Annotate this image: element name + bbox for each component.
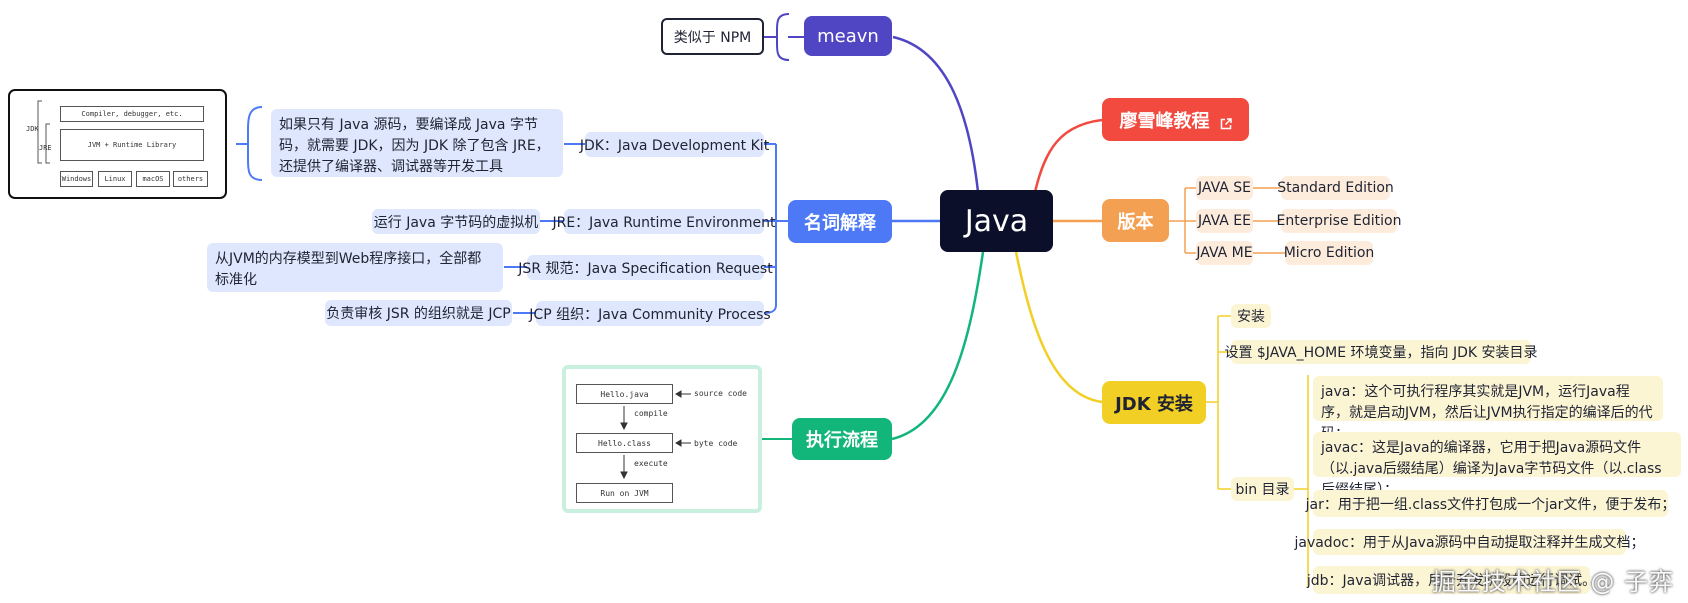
version-name-ee[interactable]: Enterprise Edition bbox=[1277, 209, 1401, 233]
npm-note[interactable]: 类似于 NPM bbox=[661, 18, 764, 55]
execute-step: execute bbox=[634, 459, 668, 468]
external-link-icon[interactable] bbox=[1220, 114, 1232, 129]
watermark: 掘金技术社区 @ 子弈 bbox=[1431, 568, 1674, 596]
bin-item-java[interactable]: java：这个可执行程序其实就是JVM，运行Java程序，就是启动JVM，然后让… bbox=[1313, 376, 1663, 442]
version-abbr-me[interactable]: JAVA ME bbox=[1196, 241, 1253, 265]
os-macos: macOS bbox=[136, 171, 170, 187]
jdk-label: JDK bbox=[26, 125, 39, 133]
compile-step: compile bbox=[634, 409, 668, 418]
flow-node[interactable]: 执行流程 bbox=[792, 418, 892, 460]
version-name-se[interactable]: Standard Edition bbox=[1277, 176, 1394, 200]
versions-node[interactable]: 版本 bbox=[1102, 199, 1169, 242]
source-note: source code bbox=[694, 389, 747, 398]
term-jsr[interactable]: JSR 规范：Java Specification Request bbox=[518, 255, 773, 280]
class-note: byte code bbox=[694, 439, 738, 448]
tutorial-label: 廖雪峰教程 bbox=[1119, 110, 1210, 132]
source-file-box: Hello.java bbox=[576, 384, 673, 404]
terms-node[interactable]: 名词解释 bbox=[788, 200, 892, 243]
term-jcp-note[interactable]: 负责审核 JSR 的组织就是 JCP bbox=[325, 300, 512, 326]
jvm-runtime-box: JVM + Runtime Library bbox=[60, 129, 204, 161]
class-file-box: Hello.class bbox=[576, 433, 673, 453]
bin-directory[interactable]: bin 目录 bbox=[1231, 477, 1294, 501]
jdk-install-node[interactable]: JDK 安装 bbox=[1102, 381, 1206, 424]
bin-item-javadoc[interactable]: javadoc：用于从Java源码中自动提取注释并生成文档； bbox=[1294, 529, 1645, 555]
bin-item-javac[interactable]: javac：这是Java的编译器，它用于把Java源码文件（以.java后缀结尾… bbox=[1313, 432, 1681, 498]
jre-label: JRE bbox=[39, 144, 52, 152]
meavn-node[interactable]: meavn bbox=[804, 16, 892, 56]
version-abbr-se[interactable]: JAVA SE bbox=[1196, 176, 1253, 200]
root-node[interactable]: Java bbox=[940, 190, 1053, 252]
os-others: others bbox=[173, 171, 208, 187]
version-abbr-ee[interactable]: JAVA EE bbox=[1196, 209, 1253, 233]
jdk-bracket-lines bbox=[37, 100, 50, 164]
os-linux: Linux bbox=[98, 171, 132, 187]
term-jdk-note[interactable]: 如果只有 Java 源码，要编译成 Java 字节码，就需要 JDK，因为 JD… bbox=[271, 109, 563, 177]
bin-item-jdb[interactable]: jdb：Java调试器，用于开发阶段的运行调试。 bbox=[1307, 566, 1596, 594]
tutorial-node[interactable]: 廖雪峰教程 bbox=[1102, 98, 1249, 141]
flow-arrows bbox=[620, 390, 691, 480]
os-windows: Windows bbox=[60, 171, 93, 187]
version-name-me[interactable]: Micro Edition bbox=[1284, 241, 1374, 265]
term-jdk[interactable]: JDK：Java Development Kit bbox=[580, 132, 769, 157]
run-on-jvm-box: Run on JVM bbox=[576, 483, 673, 503]
flow-diagram[interactable]: Hello.java source code compile Hello.cla… bbox=[562, 365, 762, 513]
compiler-box: Compiler, debugger, etc. bbox=[60, 106, 204, 122]
term-jcp[interactable]: JCP 组织：Java Community Process bbox=[529, 301, 771, 326]
install-step-java-home[interactable]: 设置 $JAVA_HOME 环境变量，指向 JDK 安装目录 bbox=[1224, 340, 1538, 364]
jdk-structure-diagram[interactable]: JDK JRE Compiler, debugger, etc. JVM + R… bbox=[8, 89, 227, 199]
term-jre-note[interactable]: 运行 Java 字节码的虚拟机 bbox=[372, 209, 540, 234]
bin-item-jar[interactable]: jar：用于把一组.class文件打包成一个jar文件，便于发布； bbox=[1306, 490, 1675, 517]
term-jsr-note[interactable]: 从JVM的内存模型到Web程序接口，全部都标准化 bbox=[207, 243, 503, 292]
term-jre[interactable]: JRE：Java Runtime Environment bbox=[552, 209, 776, 234]
install-step-install[interactable]: 安装 bbox=[1231, 304, 1271, 328]
